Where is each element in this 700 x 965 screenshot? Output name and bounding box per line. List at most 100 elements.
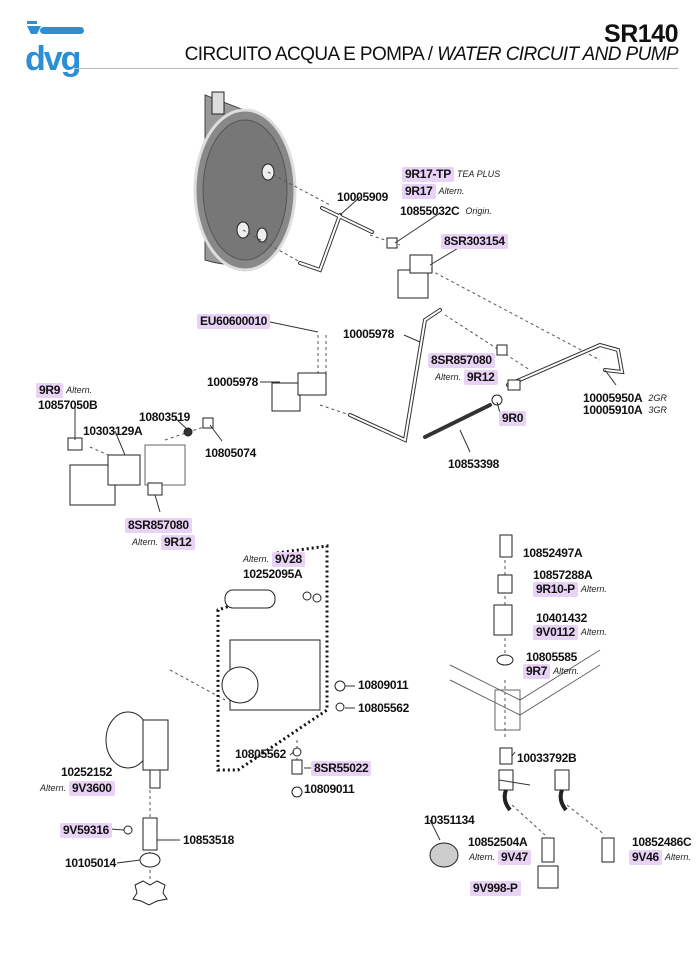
- header-divider: [74, 68, 678, 69]
- part-note: 3GR: [648, 405, 667, 415]
- title-separator: /: [423, 44, 438, 65]
- part-label: 10852504A: [465, 835, 530, 850]
- part-label: 10809011: [355, 678, 411, 693]
- page-title: CIRCUITO ACQUA E POMPA / WATER CIRCUIT A…: [184, 44, 679, 66]
- part-label: 10252095A: [240, 567, 305, 582]
- svg-text:dvg: dvg: [25, 40, 80, 78]
- part-label: 10005978: [204, 375, 261, 390]
- part-label: 10105014: [62, 856, 119, 871]
- part-note: Altern.: [435, 372, 462, 382]
- part-label: 8SR303154: [441, 234, 508, 249]
- part-code: 10805074: [205, 446, 256, 460]
- part-label: 10303129A: [80, 424, 145, 439]
- part-code: 10809011: [358, 678, 409, 692]
- part-code: 10401432: [536, 611, 587, 625]
- title-english: WATER CIRCUIT AND PUMP: [437, 44, 678, 65]
- part-code: 10857050B: [38, 398, 98, 412]
- part-code: 10852504A: [468, 835, 528, 849]
- part-code: 10852497A: [523, 546, 583, 560]
- part-label: 10853398: [445, 457, 502, 472]
- part-code: 10105014: [65, 856, 116, 870]
- part-label: 10857050B: [35, 398, 100, 413]
- part-label: Altern.9R12: [132, 535, 195, 550]
- part-label: 10005909: [334, 190, 391, 205]
- part-code: 9V0112: [533, 625, 578, 640]
- part-note: Altern.: [664, 852, 691, 862]
- part-code: 10252095A: [243, 567, 303, 581]
- part-label: 10351134: [421, 813, 477, 828]
- pipes-inner: [299, 207, 624, 442]
- solenoid-valve-top: [397, 254, 433, 299]
- part-note: Origin.: [465, 206, 492, 216]
- part-label: 10853518: [180, 833, 237, 848]
- part-label: 8SR55022: [311, 761, 372, 776]
- part-code: 8SR857080: [125, 518, 192, 533]
- part-code: 10252152: [61, 765, 112, 779]
- solenoid-valve-left: [69, 444, 186, 506]
- part-code: 10803519: [139, 410, 190, 424]
- part-code: 9R17-TP: [402, 167, 454, 182]
- part-note: 2GR: [648, 393, 667, 403]
- part-code: 10805562: [235, 747, 286, 761]
- part-note: Altern.: [132, 537, 159, 547]
- part-code: EU60600010: [197, 314, 271, 329]
- part-code: 9R17: [402, 184, 436, 199]
- part-label: 9V59316: [60, 823, 112, 838]
- solenoid-valve-middle: [271, 372, 327, 412]
- part-note: Altern.: [438, 186, 465, 196]
- part-code: 9R12: [161, 535, 195, 550]
- part-label: 10803519: [136, 410, 193, 425]
- part-code: 10805562: [358, 701, 409, 715]
- part-note: Altern.: [580, 584, 607, 594]
- part-code: 9V3600: [69, 781, 115, 796]
- part-code: 10005978: [207, 375, 258, 389]
- part-note: Altern.: [580, 627, 607, 637]
- part-code: 10805585: [526, 650, 577, 664]
- part-code: 9V46: [629, 850, 662, 865]
- part-code: 9R10-P: [533, 582, 578, 597]
- part-code: 10809011: [304, 782, 355, 796]
- part-label: 10805562: [232, 747, 289, 762]
- part-code: 9R7: [523, 664, 551, 679]
- part-label: 10809011: [301, 782, 357, 797]
- part-code: 10855032C: [400, 204, 460, 218]
- part-code: 9R12: [464, 370, 498, 385]
- part-label: Altern.9R12: [435, 370, 498, 385]
- part-code: 10033792B: [517, 751, 577, 765]
- part-code: 10005909: [337, 190, 388, 204]
- part-code: 9R0: [499, 411, 527, 426]
- part-label: 10805562: [355, 701, 412, 716]
- part-label: 10805074: [202, 446, 259, 461]
- part-code: 9R9: [36, 383, 64, 398]
- part-code: 10005978: [343, 327, 394, 341]
- small-parts: [123, 680, 346, 906]
- part-label: Altern.9V47: [469, 850, 531, 865]
- part-code: 10351134: [424, 813, 475, 827]
- part-code: 8SR857080: [428, 353, 495, 368]
- part-label: 10401432: [533, 611, 590, 626]
- part-label: Altern.9V28: [243, 552, 305, 567]
- part-code: 10852486C: [632, 835, 692, 849]
- part-label: 10005978: [340, 327, 397, 342]
- part-code: 10853398: [448, 457, 499, 471]
- part-code: 9V47: [498, 850, 531, 865]
- part-code: 9V998-P: [470, 881, 521, 896]
- part-label: 10005910A 3GR: [580, 403, 667, 418]
- part-code: 10005910A: [583, 403, 643, 417]
- part-label: 10005950A 2GR: [580, 391, 667, 406]
- part-label: 9R0: [499, 411, 527, 426]
- title-italian: CIRCUITO ACQUA E POMPA: [184, 44, 424, 65]
- part-code: 10303129A: [83, 424, 143, 438]
- part-code: 9V28: [272, 552, 305, 567]
- part-label: 10252152: [58, 765, 115, 780]
- fittings: [67, 237, 521, 496]
- part-code: 9V59316: [60, 823, 112, 838]
- pump-motor: [221, 589, 322, 711]
- part-code: 8SR55022: [311, 761, 372, 776]
- part-code: 10005950A: [583, 391, 643, 405]
